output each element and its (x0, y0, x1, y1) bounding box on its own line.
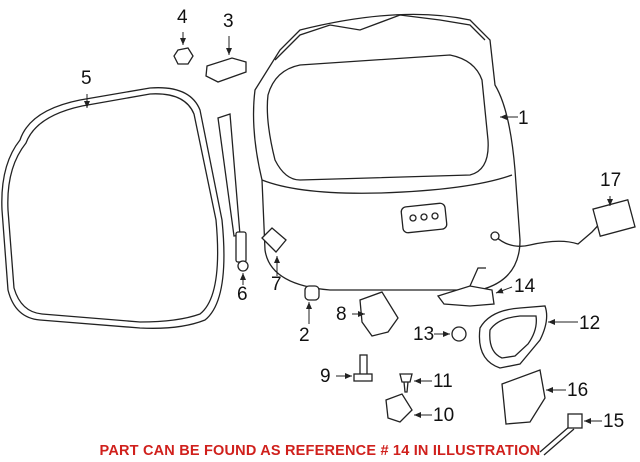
callout-7: 7 (271, 274, 282, 295)
grommet-part-13 (451, 326, 467, 342)
callout-9: 9 (320, 366, 331, 387)
callout-5: 5 (81, 68, 92, 89)
callout-12: 12 (579, 313, 601, 334)
callout-14: 14 (514, 276, 536, 297)
leader-lines (84, 32, 613, 424)
bolt-part-9 (353, 354, 373, 382)
harness-part-17 (490, 199, 636, 247)
module-part-16 (501, 369, 546, 425)
clip-part-7 (261, 227, 287, 253)
callout-10: 10 (433, 405, 455, 426)
nut-part-4 (173, 47, 194, 65)
callout-6: 6 (237, 284, 248, 305)
bracket-part-3 (205, 57, 247, 83)
callout-8: 8 (336, 304, 347, 325)
callout-15: 15 (603, 411, 625, 432)
callout-17: 17 (600, 170, 622, 191)
liftgate-part-1 (252, 13, 521, 291)
callout-16: 16 (567, 380, 589, 401)
callout-4: 4 (177, 7, 188, 28)
callout-1: 1 (518, 108, 529, 129)
callout-2: 2 (299, 325, 310, 346)
latch-part-8 (359, 291, 399, 337)
screw-part-11 (399, 373, 413, 393)
reference-note: PART CAN BE FOUND AS REFERENCE # 14 IN I… (99, 443, 541, 459)
bumper-part-2 (304, 285, 320, 301)
callout-3: 3 (223, 11, 234, 32)
handle-part-12 (478, 305, 548, 369)
callout-11: 11 (433, 371, 453, 392)
strut-part-6 (217, 113, 249, 272)
callout-13: 13 (413, 324, 435, 345)
switch-part-14 (436, 267, 495, 307)
sensor-part-15 (539, 413, 583, 456)
glass-seal-part-5 (1, 87, 225, 329)
striker-part-10 (385, 393, 413, 423)
